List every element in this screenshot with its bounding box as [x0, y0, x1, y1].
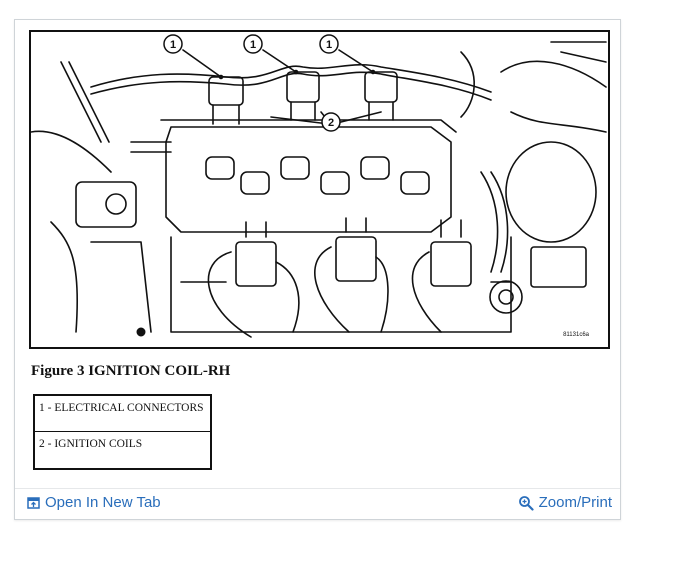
callout-connector-3: 1 [319, 34, 339, 54]
open-new-tab-label: Open In New Tab [45, 494, 161, 511]
callout-coils: 2 [321, 112, 341, 132]
legend-row-connectors: 1 - ELECTRICAL CONNECTORS [39, 402, 204, 414]
legend-row-coils: 2 - IGNITION COILS [35, 431, 210, 466]
svg-text:1: 1 [326, 39, 332, 51]
callout-connector-2: 1 [243, 34, 263, 54]
zoom-print-label: Zoom/Print [538, 494, 612, 511]
figure-caption: Figure 3 IGNITION COIL-RH [31, 363, 231, 379]
legend-table: 1 - ELECTRICAL CONNECTORS 2 - IGNITION C… [33, 394, 212, 470]
figure-actions: Open In New Tab Zoom/Print [15, 488, 620, 519]
open-new-tab-icon [27, 496, 40, 509]
engine-diagram[interactable]: 1 1 1 2 81131c6a [29, 30, 610, 349]
svg-text:1: 1 [250, 39, 256, 51]
callout-connector-1: 1 [163, 34, 183, 54]
figure-card: 1 1 1 2 81131c6a Figure 3 IGNITION COIL-… [14, 19, 621, 520]
magnifier-icon [518, 495, 534, 511]
figure-stamp: 81131c6a [563, 332, 590, 338]
svg-text:1: 1 [170, 39, 176, 51]
open-new-tab-link[interactable]: Open In New Tab [27, 494, 161, 511]
svg-text:2: 2 [328, 117, 334, 129]
engine-line-drawing: 1 1 1 2 81131c6a [31, 34, 607, 338]
zoom-print-link[interactable]: Zoom/Print [518, 494, 612, 511]
